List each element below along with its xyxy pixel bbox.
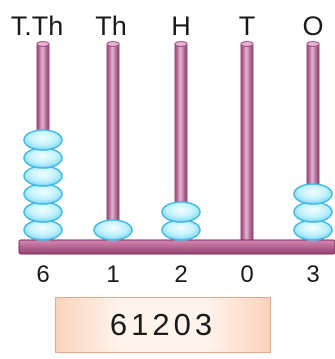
number-display-box: 61203 <box>55 297 271 353</box>
rod-cap-o <box>306 41 320 47</box>
abacus-base <box>18 239 335 255</box>
bead-tth-1 <box>23 219 63 241</box>
digit-th: 1 <box>106 261 119 288</box>
bead-tth-6 <box>23 129 63 151</box>
place-value-labels: T.Th Th H T O <box>11 11 324 41</box>
bead-o-2 <box>293 201 333 223</box>
rod-cap-h <box>174 41 188 47</box>
place-label-tth: T.Th <box>11 11 64 41</box>
bead-h-2 <box>161 201 201 223</box>
bead-o-1 <box>293 219 333 241</box>
digit-tth: 6 <box>36 261 49 288</box>
bead-tth-2 <box>23 201 63 223</box>
digit-labels: 6 1 2 0 3 <box>36 261 319 288</box>
rod-cap-t <box>240 41 254 47</box>
place-label-th: Th <box>95 11 127 41</box>
rod-th <box>106 43 120 243</box>
rod-cap-tth <box>36 41 50 47</box>
abacus-beads <box>23 129 333 241</box>
bead-tth-5 <box>23 147 63 169</box>
bead-th-1 <box>93 219 133 241</box>
rod-cap-th <box>106 41 120 47</box>
number-value: 61203 <box>109 307 217 342</box>
bead-o-3 <box>293 183 333 205</box>
place-label-o: O <box>302 11 323 41</box>
bead-tth-4 <box>23 165 63 187</box>
place-label-t: T <box>239 11 256 41</box>
bead-h-1 <box>161 219 201 241</box>
digit-t: 0 <box>240 261 253 288</box>
place-label-h: H <box>171 11 191 41</box>
bead-tth-3 <box>23 183 63 205</box>
digit-h: 2 <box>174 261 187 288</box>
digit-o: 3 <box>306 261 319 288</box>
rod-t <box>240 43 254 243</box>
